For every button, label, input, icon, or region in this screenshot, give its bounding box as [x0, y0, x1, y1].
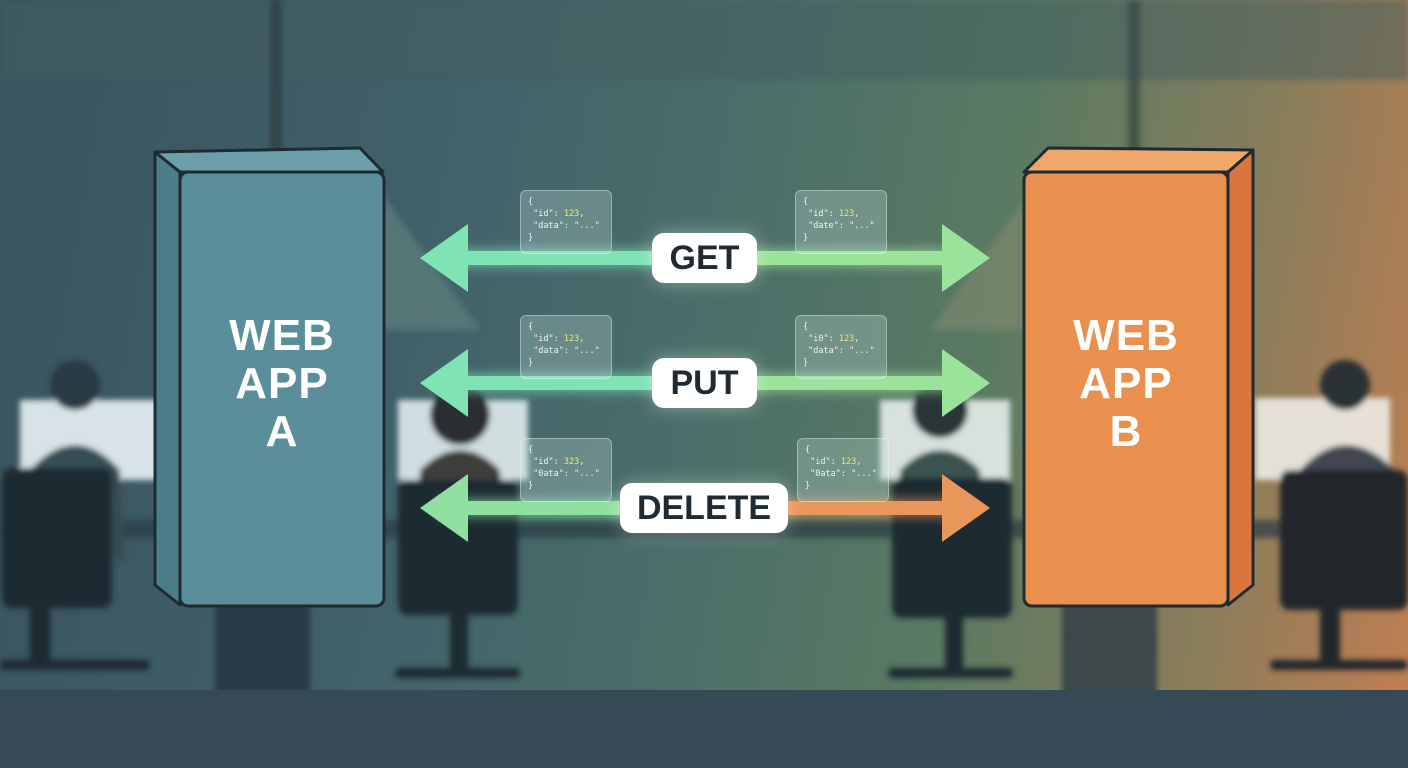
json-key: "id": [533, 457, 554, 467]
web-app-b-server: [1022, 146, 1255, 608]
json-value: "...": [574, 221, 600, 231]
json-key: "id": [533, 209, 554, 219]
json-value: "...": [851, 469, 877, 479]
json-key: "id": [810, 457, 831, 467]
json-value: "...": [849, 346, 875, 356]
json-payload-card: { "id": 123, "data": "..." }: [520, 315, 612, 379]
json-key: "i0": [808, 334, 829, 344]
web-app-a-server: [153, 146, 386, 608]
arrow-head-left: [420, 349, 468, 417]
json-payload-card: { "id": 323, "0ata": "..." }: [520, 438, 612, 502]
json-number: 123: [563, 209, 580, 219]
json-payload-card: { "id": 123, "date": "..." }: [795, 190, 887, 254]
web-app-a-label: WEB APP A: [180, 312, 384, 456]
json-value: "...": [574, 346, 600, 356]
json-key: "0ata": [533, 469, 564, 479]
method-label-delete: DELETE: [620, 483, 788, 533]
arrow-head-left: [420, 224, 468, 292]
floor: [0, 690, 1408, 768]
json-payload-card: { "id": 123, "0ata": "..." }: [797, 438, 889, 502]
json-key: "data": [533, 346, 564, 356]
json-number: 123: [838, 334, 855, 344]
label-line: A: [265, 407, 299, 456]
json-payload-card: { "id": 123, "data": "..." }: [520, 190, 612, 254]
json-value: "...": [849, 221, 875, 231]
method-arrow-get: [420, 224, 990, 292]
json-number: 123: [840, 457, 857, 467]
arrow-head-right: [942, 224, 990, 292]
arrow-head-right: [942, 474, 990, 542]
label-line: B: [1109, 407, 1143, 456]
label-line: WEB: [1073, 311, 1179, 360]
method-arrow-put: [420, 349, 990, 417]
json-value: "...": [574, 469, 600, 479]
arrow-head-right: [942, 349, 990, 417]
web-app-b-label: WEB APP B: [1024, 312, 1228, 456]
method-label-put: PUT: [652, 358, 757, 408]
json-key: "data": [533, 221, 564, 231]
json-key: "data": [808, 346, 839, 356]
method-label-get: GET: [652, 233, 757, 283]
json-number: 323: [563, 457, 580, 467]
json-number: 123: [838, 209, 855, 219]
json-payload-card: { "i0": 123, "data": "..." }: [795, 315, 887, 379]
json-key: "0ata": [810, 469, 841, 479]
label-line: APP: [1079, 359, 1173, 408]
json-key: "id": [808, 209, 829, 219]
label-line: APP: [235, 359, 329, 408]
json-number: 123: [563, 334, 580, 344]
label-line: WEB: [229, 311, 335, 360]
arrow-head-left: [420, 474, 468, 542]
json-key: "id": [533, 334, 554, 344]
json-key: "date": [808, 221, 839, 231]
